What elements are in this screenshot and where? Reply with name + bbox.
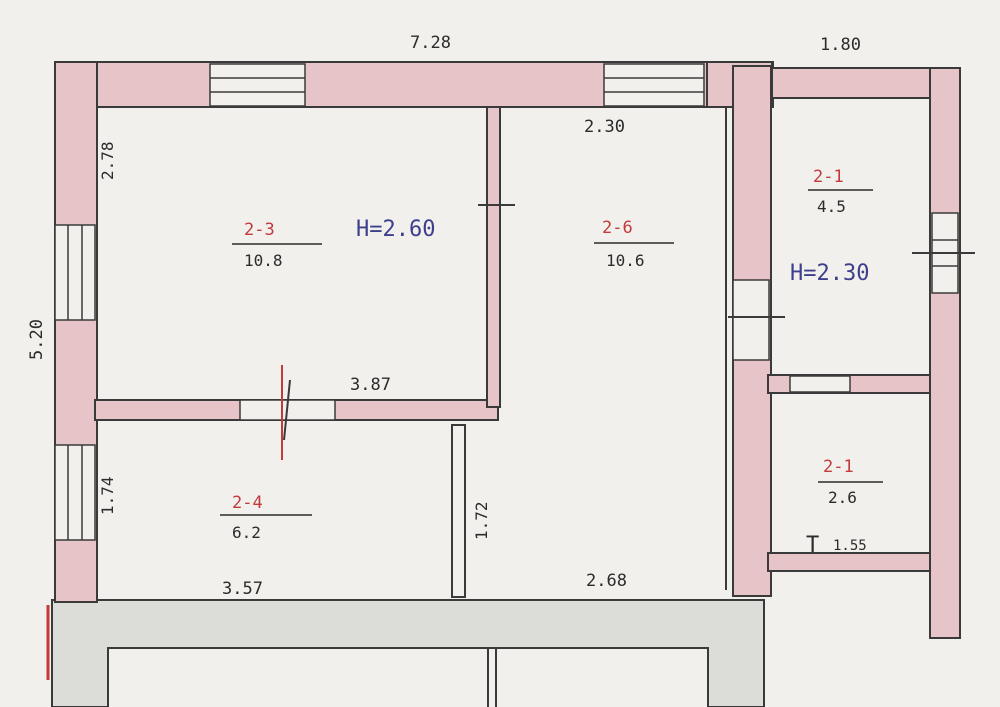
dim-room6-top: 2.30 <box>584 117 625 137</box>
ceiling-height-main: H=2.60 <box>356 217 435 242</box>
dim-room4-left: 1.74 <box>98 476 117 515</box>
room-label-2-6: 2-6 10.6 <box>594 218 674 270</box>
right-wall <box>929 67 961 639</box>
svg-text:2-6: 2-6 <box>602 218 633 238</box>
svg-text:2.6: 2.6 <box>828 488 857 507</box>
window-left-lower <box>54 444 96 541</box>
dim-room3-left: 2.78 <box>98 141 117 180</box>
room4-right-partition <box>451 424 466 598</box>
svg-text:6.2: 6.2 <box>232 523 261 542</box>
room-label-2-1-upper: 2-1 4.5 <box>808 167 873 216</box>
room-label-2-4: 2-4 6.2 <box>220 493 312 542</box>
window-top-left <box>209 63 306 107</box>
dim-room6-bottom: 2.68 <box>586 571 627 591</box>
dim-top-side: 1.80 <box>820 35 861 55</box>
room3-right-partition <box>486 106 501 408</box>
room-label-2-3: 2-3 10.8 <box>232 220 322 270</box>
svg-text:4.5: 4.5 <box>817 197 846 216</box>
svg-text:2-1: 2-1 <box>813 167 844 187</box>
dim-room1b-bottom: 1.55 <box>833 538 867 554</box>
room-label-2-1-lower: 2-1 2.6 <box>818 457 883 507</box>
dim-partition-height: 1.72 <box>472 501 491 540</box>
window-left-upper <box>54 224 96 321</box>
dim-top-main: 7.28 <box>410 33 451 53</box>
side-room-bottom-wall <box>767 552 931 572</box>
corridor-inner <box>107 647 709 707</box>
svg-text:2-4: 2-4 <box>232 493 263 513</box>
dim-room4-bottom: 3.57 <box>222 579 263 599</box>
svg-text:10.6: 10.6 <box>606 251 645 270</box>
ceiling-height-side: H=2.30 <box>790 261 869 286</box>
svg-text:2-1: 2-1 <box>823 457 854 477</box>
section-mark-dark <box>283 379 291 441</box>
window-top-right <box>603 63 705 107</box>
svg-text:10.8: 10.8 <box>244 251 283 270</box>
door-middle-wall <box>732 279 770 361</box>
door-side-divider <box>789 375 851 393</box>
dim-left-overall: 5.20 <box>27 319 47 360</box>
t-symbol: T <box>806 533 819 558</box>
svg-text:2-3: 2-3 <box>244 220 275 240</box>
dim-room3-bottom: 3.87 <box>350 375 391 395</box>
